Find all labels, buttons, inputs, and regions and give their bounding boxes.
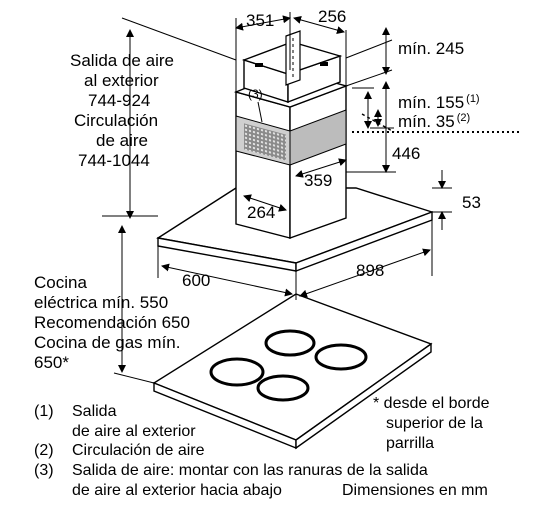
dim-min-155: mín. 155(1) xyxy=(398,93,480,112)
cooktop-label-line4: Cocina de gas mín. xyxy=(34,333,181,352)
cooktop-shape xyxy=(152,293,433,450)
dim-264: 264 xyxy=(247,203,276,222)
callout-3-label: (3) xyxy=(248,87,263,101)
legend-text-1b: de aire al exterior xyxy=(72,423,196,440)
dimension-lines xyxy=(102,12,452,384)
height-label-line1: Salida de aire xyxy=(70,51,174,70)
dim-898: 898 xyxy=(356,261,385,280)
height-label-line5: de aire xyxy=(96,131,148,150)
legend-text-2: Circulación de aire xyxy=(72,442,205,459)
cooktop-label-line1: Cocina xyxy=(34,273,87,292)
footnote-line3: parrilla xyxy=(386,435,435,452)
cooktop-label-line3: Recomendación 650 xyxy=(34,313,190,332)
legend-num-3: (3) xyxy=(34,462,54,479)
legend-num-2: (2) xyxy=(34,442,54,459)
cooktop-label-line5: 650* xyxy=(34,353,69,372)
legend-text-3b: de aire al exterior hacia abajo xyxy=(72,482,282,499)
legend-text-3: Salida de aire: montar con las ranuras d… xyxy=(72,462,428,479)
height-label-line4: Circulación xyxy=(74,111,159,130)
dim-53: 53 xyxy=(462,193,481,212)
dim-min-245: mín. 245 xyxy=(398,39,465,58)
units-note: Dimensiones en mm xyxy=(342,482,488,499)
ceiling-marker xyxy=(361,113,395,133)
height-label-line3: 744-924 xyxy=(88,91,151,110)
height-label-line6: 744-1044 xyxy=(78,151,150,170)
cooktop-label-line2: eléctrica mín. 550 xyxy=(34,293,169,312)
dim-600: 600 xyxy=(182,271,211,290)
dim-min-35: mín. 35(2) xyxy=(398,112,471,131)
footnote-line2: superior de la xyxy=(386,415,483,432)
legend-text-1: Salida xyxy=(72,403,117,420)
dim-359: 359 xyxy=(304,171,333,190)
legend-num-1: (1) xyxy=(34,403,54,420)
dim-446: 446 xyxy=(392,144,421,163)
footnote-line1: * desde el borde xyxy=(373,395,490,412)
dim-width-top: 351 xyxy=(246,11,275,30)
height-label-line2: al exterior xyxy=(84,71,159,90)
dim-depth-top: 256 xyxy=(318,7,347,26)
